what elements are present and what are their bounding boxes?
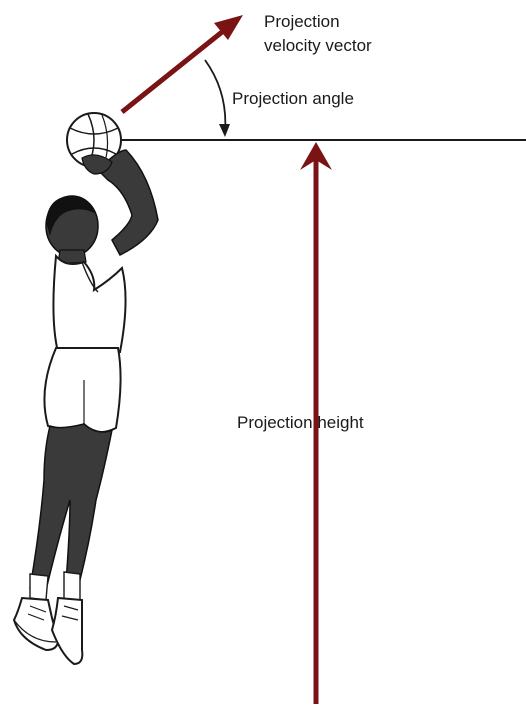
projection-angle-label: Projection angle xyxy=(232,89,354,108)
player-head xyxy=(45,195,99,257)
sneakers xyxy=(12,596,84,666)
velocity-vector-arrowhead xyxy=(214,15,243,40)
velocity-vector-label-line1: Projection xyxy=(264,12,340,31)
guide-hand xyxy=(81,154,113,175)
height-arrowhead xyxy=(300,142,332,170)
projection-height-label: Projection height xyxy=(237,413,364,432)
shooting-arm xyxy=(96,149,159,256)
shorts xyxy=(43,347,122,434)
jersey xyxy=(52,253,127,353)
angle-arc-arrowhead xyxy=(219,124,230,137)
velocity-vector-arrow xyxy=(120,22,234,114)
player-legs xyxy=(29,423,114,591)
angle-arc xyxy=(204,59,227,133)
velocity-vector-label-line2: velocity vector xyxy=(264,36,372,55)
basketball-player-figure xyxy=(12,112,159,666)
